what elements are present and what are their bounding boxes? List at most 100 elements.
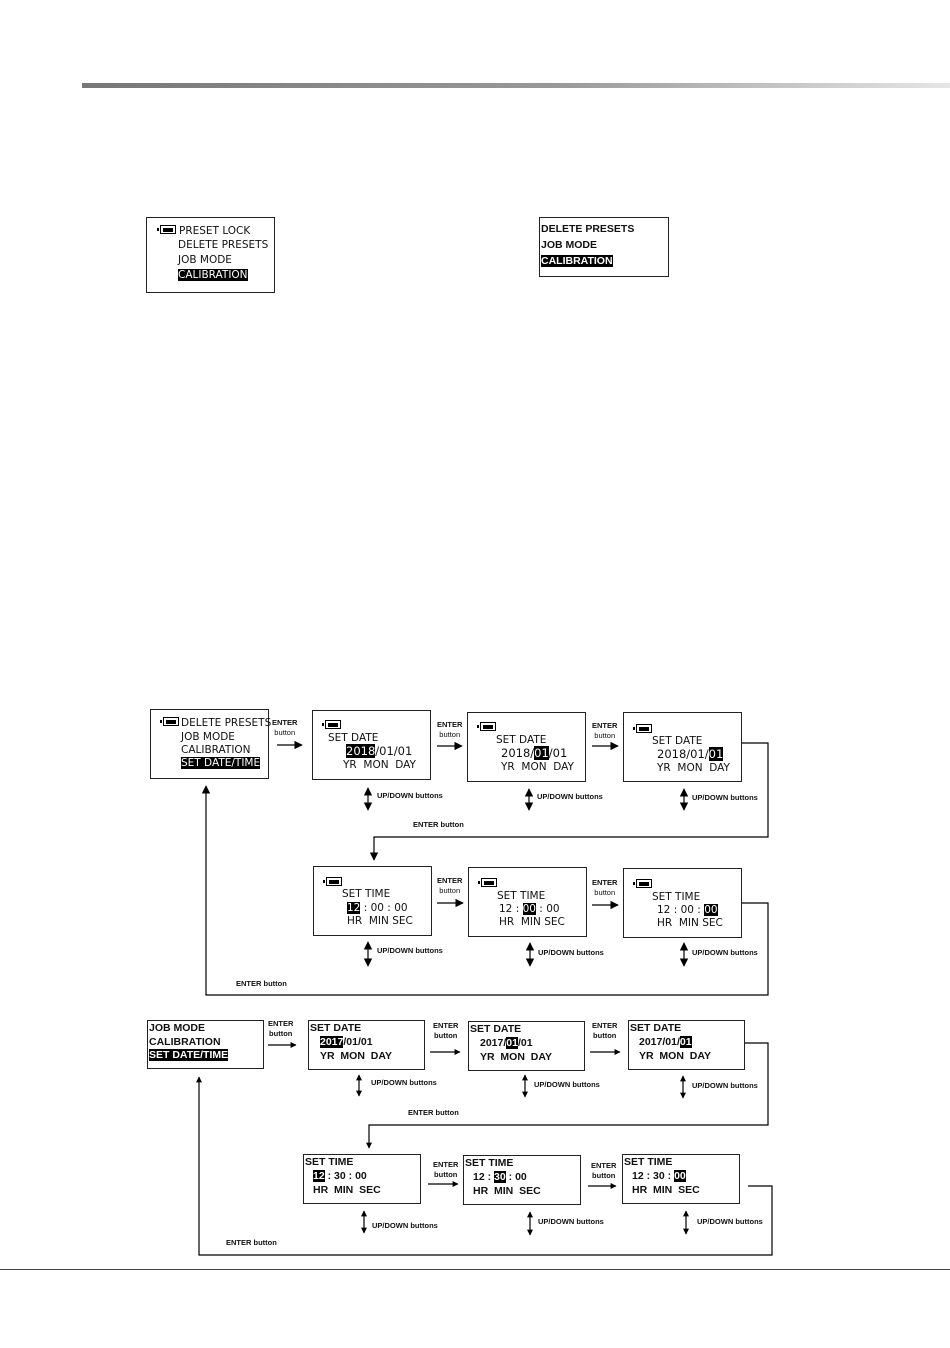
enter-button-label: ENTER button <box>226 1238 277 1247</box>
menu-line-selected: CALIBRATION <box>541 255 613 267</box>
enter-button-label: ENTER button <box>413 820 464 829</box>
menu-line: DELETE PRESETS <box>541 223 635 235</box>
menu-line: PRESET LOCK <box>179 225 251 237</box>
battery-icon <box>160 717 179 726</box>
screen-title: SET DATE <box>652 735 703 747</box>
menu-line: CALIBRATION <box>149 1036 221 1048</box>
time-value: 12 : 00 : 00 <box>657 904 718 916</box>
menu-line: JOB MODE <box>541 239 598 251</box>
time-value: 12 : 00 : 00 <box>347 902 408 914</box>
screen-title: SET TIME <box>497 890 546 902</box>
battery-icon <box>478 878 497 887</box>
screen-title: SET TIME <box>624 1156 673 1168</box>
battery-icon <box>323 877 342 886</box>
battery-icon <box>322 720 341 729</box>
time-value: 12 : 30 : 00 <box>313 1170 367 1182</box>
time-units: HR MIN SEC <box>473 1185 541 1197</box>
updown-label: UP/DOWN buttons <box>538 948 604 957</box>
time-units: HR MIN SEC <box>657 917 723 929</box>
battery-icon <box>633 724 652 733</box>
updown-label: UP/DOWN buttons <box>537 792 603 801</box>
updown-label: UP/DOWN buttons <box>697 1217 763 1226</box>
date-units: YR MON DAY <box>639 1050 711 1062</box>
flow1-set-date-month: SET DATE 2018/01/01 YR MON DAY <box>467 712 586 782</box>
flow1-set-time-hour: SET TIME 12 : 00 : 00 HR MIN SEC <box>313 866 432 936</box>
flow2-set-date-month: SET DATE 2017/01/01 YR MON DAY <box>468 1021 585 1071</box>
updown-label: UP/DOWN buttons <box>692 1081 758 1090</box>
screen-title: SET DATE <box>496 734 547 746</box>
screen-title: SET TIME <box>652 891 701 903</box>
flow1-set-time-minute: SET TIME 12 : 00 : 00 HR MIN SEC <box>468 867 587 937</box>
date-units: YR MON DAY <box>657 762 730 774</box>
menu-line: JOB MODE <box>178 254 232 266</box>
time-value: 12 : 30 : 00 <box>632 1170 686 1182</box>
menu-line: DELETE PRESETS <box>178 239 269 251</box>
time-value: 12 : 00 : 00 <box>499 903 560 915</box>
date-units: YR MON DAY <box>480 1051 552 1063</box>
flow2-set-time-minute: SET TIME 12 : 30 : 00 HR MIN SEC <box>463 1155 581 1205</box>
time-units: HR MIN SEC <box>347 915 413 927</box>
updown-label: UP/DOWN buttons <box>692 793 758 802</box>
flow1-set-date-year: SET DATE 2018/01/01 YR MON DAY <box>312 710 431 780</box>
date-units: YR MON DAY <box>343 759 416 771</box>
updown-label: UP/DOWN buttons <box>371 1078 437 1087</box>
screen-title: SET DATE <box>310 1022 362 1034</box>
date-units: YR MON DAY <box>501 761 574 773</box>
time-units: HR MIN SEC <box>632 1184 700 1196</box>
flow1-set-time-second: SET TIME 12 : 00 : 00 HR MIN SEC <box>623 868 742 938</box>
flow2-set-date-year: SET DATE 2017/01/01 YR MON DAY <box>308 1020 425 1070</box>
updown-label: UP/DOWN buttons <box>534 1080 600 1089</box>
menu-line: CALIBRATION <box>181 744 251 756</box>
date-value: 2018/01/01 <box>501 746 568 760</box>
menu-line: JOB MODE <box>181 731 235 743</box>
updown-label: UP/DOWN buttons <box>538 1217 604 1226</box>
flow2-set-date-day: SET DATE 2017/01/01 YR MON DAY <box>628 1020 745 1070</box>
updown-label: UP/DOWN buttons <box>377 946 443 955</box>
screen-title: SET TIME <box>342 888 391 900</box>
enter-button-label: ENTER button <box>236 979 287 988</box>
time-value: 12 : 30 : 00 <box>473 1171 527 1183</box>
flow2-set-time-hour: SET TIME 12 : 30 : 00 HR MIN SEC <box>303 1154 421 1204</box>
footer-rule <box>0 1269 950 1270</box>
flow1-set-date-day: SET DATE 2018/01/01 YR MON DAY <box>623 712 742 782</box>
updown-label: UP/DOWN buttons <box>692 948 758 957</box>
time-units: HR MIN SEC <box>313 1184 381 1196</box>
screen-title: SET TIME <box>305 1156 354 1168</box>
screen-title: SET DATE <box>470 1023 522 1035</box>
date-value: 2018/01/01 <box>657 747 724 761</box>
updown-label: UP/DOWN buttons <box>377 791 443 800</box>
menu-line-selected: SET DATE/TIME <box>149 1049 229 1061</box>
date-value: 2017/01/01 <box>639 1036 692 1048</box>
screen-title: SET TIME <box>465 1157 514 1169</box>
flow1-menu-screen: DELETE PRESETS JOB MODE CALIBRATION SET … <box>150 709 271 779</box>
battery-icon <box>633 879 652 888</box>
enter-button-label: ENTER button <box>408 1108 459 1117</box>
header-rule <box>82 83 950 88</box>
date-value: 2018/01/01 <box>346 744 413 758</box>
screen-title: SET DATE <box>630 1022 682 1034</box>
date-units: YR MON DAY <box>320 1050 392 1062</box>
menu-line-selected: SET DATE/TIME <box>181 757 261 769</box>
menu-screen-delete-presets: DELETE PRESETS JOB MODE CALIBRATION <box>539 217 669 277</box>
menu-line: JOB MODE <box>149 1022 206 1034</box>
battery-icon <box>157 225 176 234</box>
date-value: 2017/01/01 <box>480 1037 533 1049</box>
time-units: HR MIN SEC <box>499 916 565 928</box>
screen-title: SET DATE <box>328 732 379 744</box>
updown-label: UP/DOWN buttons <box>372 1221 438 1230</box>
flow2-set-time-second: SET TIME 12 : 30 : 00 HR MIN SEC <box>622 1154 740 1204</box>
menu-line-selected: CALIBRATION <box>178 269 248 281</box>
date-value: 2017/01/01 <box>320 1036 373 1048</box>
battery-icon <box>477 722 496 731</box>
menu-screen-preset-lock: PRESET LOCK DELETE PRESETS JOB MODE CALI… <box>146 217 275 293</box>
